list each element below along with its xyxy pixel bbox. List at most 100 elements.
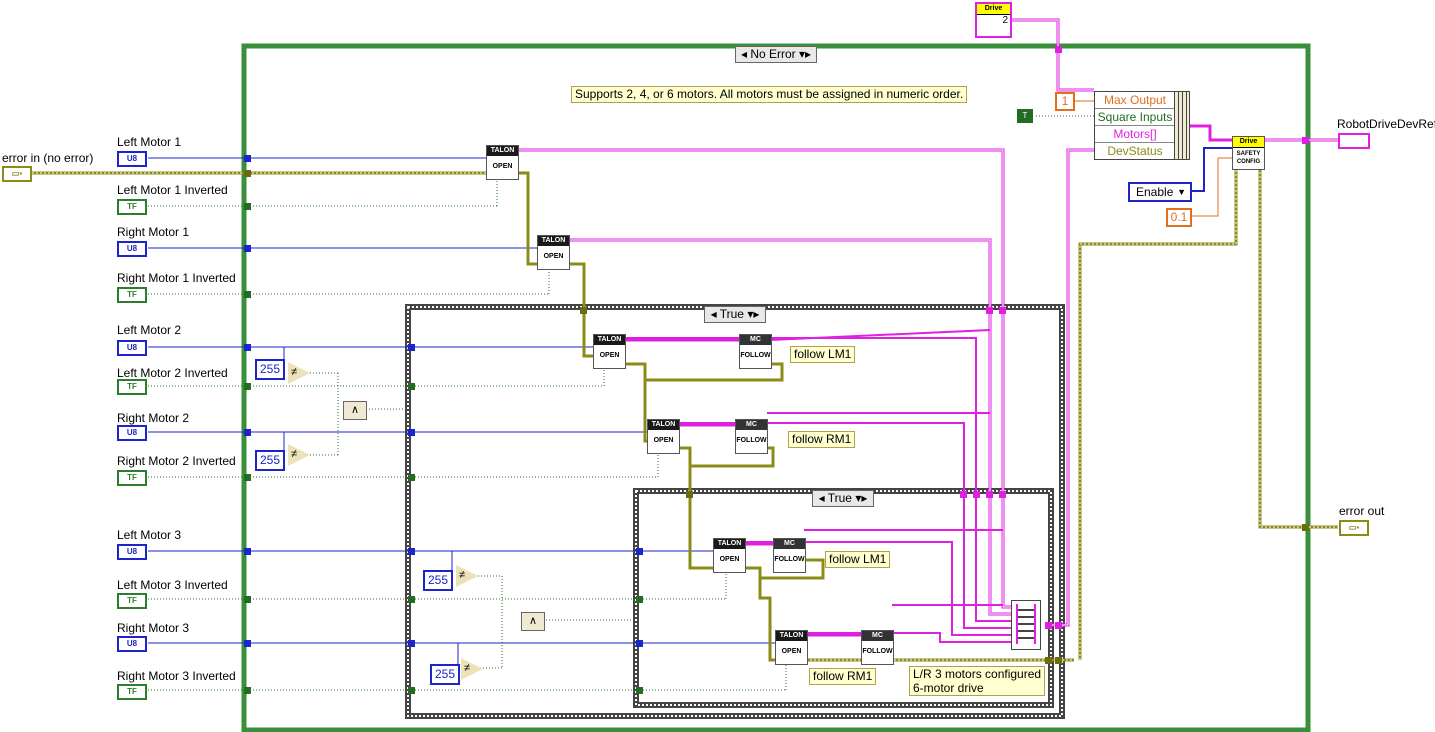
right-motor-1-label: Right Motor 1 xyxy=(117,225,190,239)
chevron-down-icon: ▼ xyxy=(1177,187,1186,197)
note-follow-rm1-a: follow RM1 xyxy=(788,431,856,448)
mc-body: FOLLOW xyxy=(736,437,767,444)
left-motor-1-label: Left Motor 1 xyxy=(117,135,182,149)
bundle-dev-status: DevStatus xyxy=(1107,144,1163,158)
drive-header: Drive xyxy=(1233,137,1264,148)
mc-header: MC xyxy=(740,335,771,345)
not-equal-rm2-symbol: ≠ xyxy=(291,448,298,460)
left-motor-1-inverted-label: Left Motor 1 Inverted xyxy=(117,183,228,197)
right-motor-1-inverted-label: Right Motor 1 Inverted xyxy=(117,271,236,285)
not-equal-rm2-icon[interactable] xyxy=(288,444,310,466)
not-equal-lm3-icon[interactable] xyxy=(456,565,478,587)
left-motor-2-inverted-label: Left Motor 2 Inverted xyxy=(117,366,228,380)
note-follow-rm1-b: follow RM1 xyxy=(809,668,877,685)
mc-header: MC xyxy=(862,631,893,641)
bundle-square-inputs: Square Inputs xyxy=(1095,109,1175,126)
drive-type-count: 2 xyxy=(1002,15,1008,26)
note-lr3-line1: L/R 3 motors configured xyxy=(913,667,1042,681)
drive-safety-config[interactable]: Drive SAFETY CONFIG xyxy=(1232,136,1265,170)
talon-header: TALON xyxy=(487,146,518,156)
bundle-by-name[interactable]: Max Output Square Inputs Motors[] DevSta… xyxy=(1094,91,1176,160)
talon-open-lm2[interactable]: TALON OPEN xyxy=(593,334,626,369)
constant-255-lm2[interactable]: 255 xyxy=(255,359,285,380)
case-selector-middle[interactable]: ◂ True ▾▸ xyxy=(704,306,766,323)
note-lr3-line2: 6-motor drive xyxy=(913,681,984,695)
left-motor-1-inverted-terminal[interactable]: TF xyxy=(117,199,147,215)
right-motor-2-inverted-label: Right Motor 2 Inverted xyxy=(117,454,236,468)
right-motor-1-terminal[interactable]: U8 xyxy=(117,241,147,257)
mc-header: MC xyxy=(774,539,805,549)
error-out-terminal[interactable]: ▭▪ xyxy=(1339,520,1369,536)
expiration-constant[interactable]: 0.1 xyxy=(1166,208,1192,227)
talon-body: OPEN xyxy=(719,556,740,563)
left-motor-3-terminal[interactable]: U8 xyxy=(117,544,147,560)
mc-body: FOLLOW xyxy=(862,648,893,655)
max-output-constant[interactable]: 1 xyxy=(1055,92,1075,111)
enable-enum-value: Enable xyxy=(1136,185,1174,199)
left-motor-3-inverted-terminal[interactable]: TF xyxy=(117,593,147,609)
not-equal-lm3-symbol: ≠ xyxy=(459,569,466,581)
talon-open-lm3[interactable]: TALON OPEN xyxy=(713,538,746,573)
talon-header: TALON xyxy=(776,631,807,641)
note-supports-motors: Supports 2, 4, or 6 motors. All motors m… xyxy=(571,86,968,103)
right-motor-3-inverted-label: Right Motor 3 Inverted xyxy=(117,669,236,683)
left-motor-1-terminal[interactable]: U8 xyxy=(117,151,147,167)
robot-drive-devref-terminal[interactable] xyxy=(1338,133,1370,149)
note-follow-lm1-b: follow LM1 xyxy=(825,551,891,568)
talon-open-lm1[interactable]: TALON OPEN xyxy=(486,145,519,180)
mc-header: MC xyxy=(736,420,767,430)
talon-open-rm3[interactable]: TALON OPEN xyxy=(775,630,808,665)
error-in-terminal[interactable]: ▭▪ xyxy=(2,166,32,182)
talon-body: OPEN xyxy=(653,437,674,444)
case-selector-inner-label: True xyxy=(827,491,852,505)
not-equal-rm3-icon[interactable] xyxy=(461,658,483,680)
case-selector-outer-label: No Error xyxy=(750,47,796,61)
mc-follow-rm3[interactable]: MC FOLLOW xyxy=(861,630,894,665)
bundle-max-output: Max Output xyxy=(1095,92,1175,109)
constant-255-rm3[interactable]: 255 xyxy=(430,664,460,685)
talon-open-rm1[interactable]: TALON OPEN xyxy=(537,235,570,270)
case-selector-outer[interactable]: ◂ No Error ▾▸ xyxy=(735,46,817,63)
right-motor-3-label: Right Motor 3 xyxy=(117,621,190,635)
and-gate-3-icon[interactable]: ∧ xyxy=(521,612,545,631)
note-lr3-configured: L/R 3 motors configured 6-motor drive xyxy=(909,666,1046,696)
talon-header: TALON xyxy=(648,420,679,430)
constant-255-rm2[interactable]: 255 xyxy=(255,450,285,471)
note-follow-lm1-a: follow LM1 xyxy=(790,346,856,363)
right-motor-2-terminal[interactable]: U8 xyxy=(117,425,147,441)
constant-255-lm3[interactable]: 255 xyxy=(423,570,453,591)
mc-follow-lm3[interactable]: MC FOLLOW xyxy=(773,538,806,573)
left-motor-2-terminal[interactable]: U8 xyxy=(117,340,147,356)
talon-body: OPEN xyxy=(543,253,564,260)
drive-type-constant[interactable]: Drive 2 xyxy=(975,2,1012,38)
build-array-node[interactable] xyxy=(1011,600,1041,650)
mc-follow-rm2[interactable]: MC FOLLOW xyxy=(735,419,768,454)
right-motor-3-terminal[interactable]: U8 xyxy=(117,636,147,652)
not-equal-rm3-symbol: ≠ xyxy=(464,662,471,674)
talon-body: OPEN xyxy=(599,352,620,359)
drive-body: SAFETY CONFIG xyxy=(1236,151,1261,165)
left-motor-2-label: Left Motor 2 xyxy=(117,323,182,337)
talon-header: TALON xyxy=(538,236,569,246)
talon-open-rm2[interactable]: TALON OPEN xyxy=(647,419,680,454)
right-motor-2-label: Right Motor 2 xyxy=(117,411,190,425)
bundle-motors: Motors[] xyxy=(1095,126,1175,143)
talon-header: TALON xyxy=(594,335,625,345)
left-motor-3-label: Left Motor 3 xyxy=(117,528,182,542)
robot-drive-devref-label: RobotDriveDevRef xyxy=(1337,117,1435,131)
case-selector-middle-label: True xyxy=(719,307,744,321)
not-equal-lm2-icon[interactable] xyxy=(288,362,310,384)
mc-follow-lm2[interactable]: MC FOLLOW xyxy=(739,334,772,369)
right-motor-3-inverted-terminal[interactable]: TF xyxy=(117,684,147,700)
left-motor-2-inverted-terminal[interactable]: TF xyxy=(117,379,147,395)
right-motor-2-inverted-terminal[interactable]: TF xyxy=(117,470,147,486)
and-gate-2-icon[interactable]: ∧ xyxy=(343,401,367,420)
bundle-node-frame xyxy=(1174,91,1190,160)
drive-type-header: Drive xyxy=(977,4,1010,15)
square-inputs-constant[interactable]: T xyxy=(1017,109,1033,123)
left-motor-3-inverted-label: Left Motor 3 Inverted xyxy=(117,578,228,592)
enable-enum-constant[interactable]: Enable▼ xyxy=(1128,182,1192,202)
right-motor-1-inverted-terminal[interactable]: TF xyxy=(117,287,147,303)
talon-body: OPEN xyxy=(492,163,513,170)
case-selector-inner[interactable]: ◂ True ▾▸ xyxy=(812,490,874,507)
